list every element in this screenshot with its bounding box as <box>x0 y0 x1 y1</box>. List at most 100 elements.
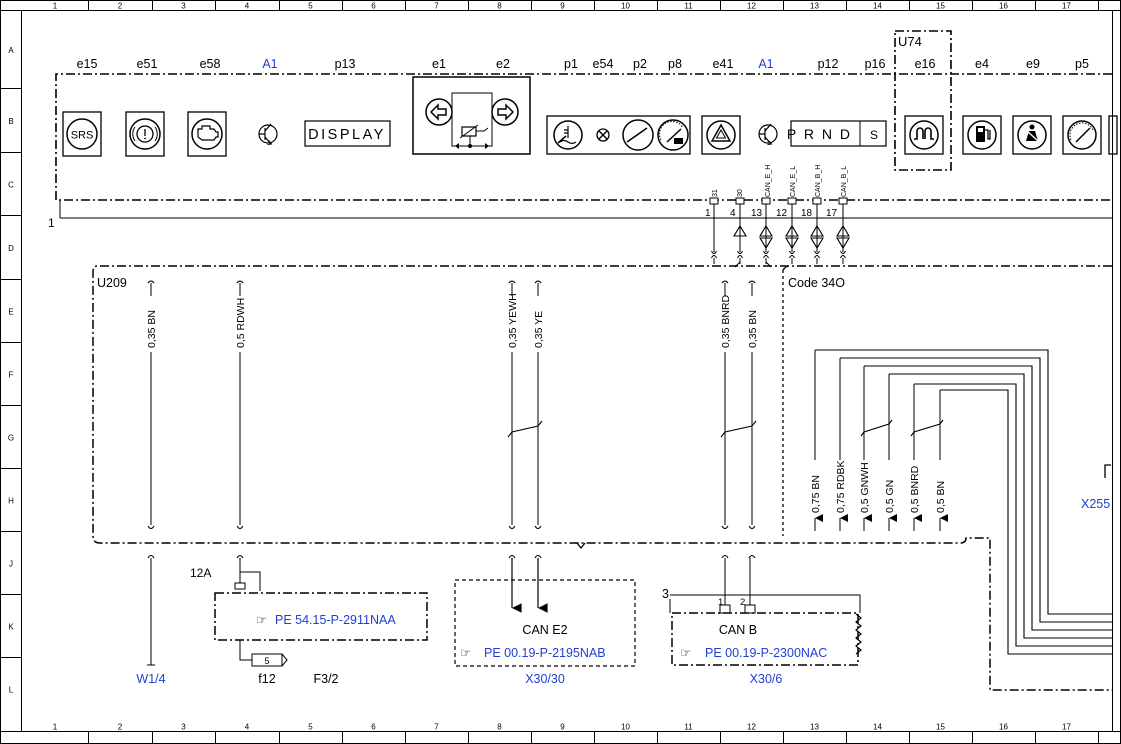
wire-label: 0,35 YE <box>533 311 545 348</box>
display-label: DISPLAY <box>308 127 386 143</box>
column-grid: 1122334455667788991010111112121313141415… <box>53 0 1099 744</box>
ref-e1: e1 <box>432 57 446 71</box>
column-label: 2 <box>118 723 123 732</box>
connector-pin <box>787 197 797 205</box>
x255-link[interactable]: X255 <box>1081 497 1110 511</box>
row-label: J <box>9 560 13 569</box>
wire-label: 0,35 BN <box>146 310 158 348</box>
code-34o-label: Code 34O <box>788 276 845 290</box>
label-3: 3 <box>662 587 669 601</box>
ref-e54: e54 <box>593 57 614 71</box>
srs-label: SRS <box>71 130 94 142</box>
row-label: D <box>8 244 14 253</box>
column-label: 10 <box>621 2 630 11</box>
ref-p8: p8 <box>668 57 682 71</box>
arrow-right-icon <box>497 103 515 121</box>
pin-name-can-b-h: CAN_B_H <box>815 165 822 197</box>
column-label: 3 <box>181 723 186 732</box>
ref-p16: p16 <box>865 57 886 71</box>
u74-label: U74 <box>898 34 922 49</box>
pin-name-can-e-h: CAN_E_H <box>765 165 772 197</box>
row-label: F <box>9 371 14 380</box>
column-label: 15 <box>936 723 945 732</box>
column-label: 17 <box>1062 723 1071 732</box>
column-label: 8 <box>497 2 502 11</box>
pin-number-13: 13 <box>751 208 763 219</box>
gauge-p5-icon <box>1062 115 1118 155</box>
indicator-lamp-icon <box>596 128 610 142</box>
label-12a: 12A <box>190 566 211 580</box>
right-wire-label: 0,75 RDBK <box>835 460 847 513</box>
ref-p12: p12 <box>818 57 839 71</box>
pin-number-12: 12 <box>776 208 788 219</box>
pin-name-31: 31 <box>712 189 719 197</box>
gear-label: P R N D <box>787 126 852 142</box>
connector-pin <box>735 197 745 205</box>
column-label: 17 <box>1062 2 1071 11</box>
column-label: 7 <box>434 2 439 11</box>
pointer-hand-icon-2: ☞ <box>460 646 471 660</box>
can-b-pin-2: 2 <box>740 597 745 608</box>
wire-label: 0,5 RDWH <box>235 298 247 348</box>
component-ref-labels: e15 e51 e58 A1 p13 e1 e2 p1 e54 p2 p8 e4… <box>77 57 1089 71</box>
bottom-components: W1/4 12A ☞ PE 54.15-P-2911NAA 5 f12 F3/2… <box>136 566 862 686</box>
right-wire-label: 0,5 GN <box>884 480 896 513</box>
row-label: C <box>8 181 14 190</box>
brake-warning-icon <box>125 111 165 157</box>
x30-6-link[interactable]: X30/6 <box>750 672 783 686</box>
ref-pe-2195-link[interactable]: PE 00.19-P-2195NAB <box>484 646 606 660</box>
srs-warning-icon: SRS <box>62 111 102 157</box>
turn-signal-indicators <box>412 76 531 155</box>
column-label: 13 <box>810 723 819 732</box>
ref-p1: p1 <box>564 57 578 71</box>
row-label: A <box>8 46 14 55</box>
pin-number-4: 4 <box>730 208 736 219</box>
ref-e4: e4 <box>975 57 989 71</box>
column-label: 8 <box>497 723 502 732</box>
column-label: 6 <box>371 723 376 732</box>
column-label: 9 <box>560 723 565 732</box>
multifunction-display: DISPLAY <box>304 120 391 147</box>
ref-e2: e2 <box>496 57 510 71</box>
connector-pin <box>838 197 848 205</box>
fuse-pin-label: 5 <box>264 656 269 666</box>
row-label: B <box>8 117 13 126</box>
ref-e16: e16 <box>915 57 936 71</box>
pin-name-can-b-l: CAN_B_L <box>841 166 848 197</box>
can-b-label: CAN B <box>719 623 757 637</box>
transistor-symbol-icon-2 <box>758 123 778 145</box>
pointer-hand-icon-3: ☞ <box>680 646 691 660</box>
ref-a1-link-2[interactable]: A1 <box>758 57 773 71</box>
label-f12: f12 <box>258 672 275 686</box>
wire-label: 0,35 BN <box>747 310 759 348</box>
ref-pe-2300-link[interactable]: PE 00.19-P-2300NAC <box>705 646 827 660</box>
can-b-pin-1: 1 <box>718 597 723 608</box>
connector-pin <box>709 197 719 205</box>
row-label: E <box>8 308 13 317</box>
column-label: 16 <box>999 2 1008 11</box>
x30-30-link[interactable]: X30/30 <box>525 672 565 686</box>
line-number-1: 1 <box>48 216 55 230</box>
column-label: 5 <box>308 2 313 11</box>
ref-pe-54-link[interactable]: PE 54.15-P-2911NAA <box>275 613 396 627</box>
w1-4-link[interactable]: W1/4 <box>136 672 165 686</box>
ref-e9: e9 <box>1026 57 1040 71</box>
tachometer-icon <box>657 119 689 151</box>
row-label: H <box>8 497 14 506</box>
ref-p2: p2 <box>633 57 647 71</box>
ref-a1-link[interactable]: A1 <box>262 57 277 71</box>
column-label: 13 <box>810 2 819 11</box>
column-label: 15 <box>936 2 945 11</box>
ref-p13: p13 <box>335 57 356 71</box>
harness-label-u209: U209 <box>97 276 127 290</box>
row-label: K <box>8 623 14 632</box>
column-label: 12 <box>747 723 756 732</box>
right-wire-label: 0,75 BN <box>810 475 822 513</box>
gear-s-label: S <box>870 128 878 142</box>
gear-position-display: P R N D S <box>787 120 887 147</box>
pin-name-can-e-l: CAN_E_L <box>790 166 797 197</box>
arrow-left-icon <box>429 103 447 121</box>
